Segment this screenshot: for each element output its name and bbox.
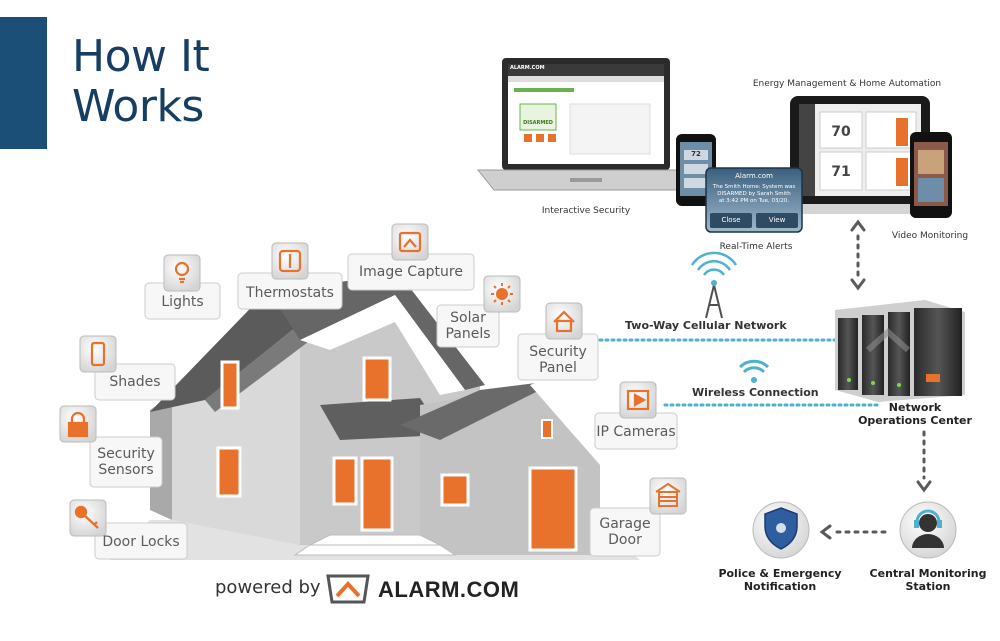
- solar-panels-badge: [436, 304, 500, 348]
- alarm-logo-icon: [326, 574, 370, 604]
- home-icon: [553, 310, 575, 333]
- laptop-brand: ALARM.COM: [510, 65, 545, 71]
- door-locks-label: Door Locks: [102, 534, 180, 550]
- central-line-2: Station: [905, 580, 951, 593]
- alert-line-3: at 3:42 PM on Tue, 03/20.: [718, 198, 790, 204]
- page-title: How It Works: [72, 31, 210, 132]
- brand-name: ALARM.COM: [378, 577, 520, 602]
- lock-icon: [67, 411, 89, 438]
- noc-to-central-arrow: [916, 430, 932, 493]
- garage-line-1: Garage: [599, 516, 651, 532]
- central-to-police-arrow: [819, 524, 887, 540]
- video-monitoring-caption: Video Monitoring: [891, 231, 969, 241]
- wireless-connection-label: Wireless Connection: [692, 386, 819, 399]
- sun-icon: [491, 283, 513, 305]
- shield-icon: [752, 501, 810, 559]
- police-line-1: Police & Emergency: [718, 567, 842, 580]
- central-line-1: Central Monitoring: [869, 567, 987, 580]
- title-line-2: Works: [72, 81, 204, 132]
- solar-label-line-1: Solar: [450, 310, 486, 326]
- security-panel-line-1: Security: [529, 344, 587, 360]
- tablet-temp-2: 71: [831, 164, 851, 180]
- laptop-status: DISARMED: [523, 120, 553, 126]
- central-station-label: Central Monitoring Station: [860, 567, 996, 593]
- solar-panels-label: Solar Panels: [437, 310, 499, 342]
- police-line-2: Notification: [743, 580, 817, 593]
- alert-view-button[interactable]: View: [768, 216, 786, 224]
- shades-badge: [94, 363, 176, 401]
- garage-icon: [655, 482, 681, 507]
- bulb-icon: [174, 261, 190, 284]
- security-sensors-badge: [89, 436, 163, 488]
- real-time-alerts-caption: Real-Time Alerts: [719, 242, 793, 252]
- security-panel-line-2: Panel: [539, 360, 577, 376]
- phone-device-right: [910, 132, 952, 218]
- wifi-icon: [738, 359, 770, 383]
- lights-icon-tile: [163, 254, 201, 292]
- energy-caption: Energy Management & Home Automation: [752, 79, 942, 89]
- lights-label: Lights: [161, 294, 204, 310]
- operator-icon: [899, 501, 957, 559]
- alert-popup: [705, 167, 803, 233]
- garage-door-label: Garage Door: [590, 516, 660, 548]
- garage-line-2: Door: [608, 532, 642, 548]
- security-panel-label: Security Panel: [518, 344, 598, 376]
- noc-line-1: Network: [888, 401, 942, 414]
- interactive-security-caption: Interactive Security: [541, 206, 631, 216]
- play-icon: [626, 389, 650, 411]
- tablet-temp-1: 70: [831, 124, 851, 140]
- garage-door-badge: [589, 507, 661, 557]
- thermostats-label: Thermostats: [246, 285, 334, 301]
- alert-line-2: DISARMED by Sarah Smith: [717, 191, 791, 197]
- noc-line-2: Operations Center: [858, 414, 972, 427]
- shades-icon-tile: [79, 335, 117, 373]
- security-sensors-label: Security Sensors: [90, 446, 162, 478]
- title-line-1: How It: [72, 31, 210, 82]
- key-icon: [74, 505, 99, 529]
- phone-icon: [90, 341, 106, 367]
- accent-bar: [0, 17, 47, 149]
- police-label: Police & Emergency Notification: [712, 567, 848, 593]
- alert-line-1: The Smith Home: System was: [712, 184, 796, 190]
- tablet-device: [772, 96, 948, 214]
- server-rack: [835, 300, 965, 402]
- security-sensors-line-1: Security: [97, 446, 155, 462]
- alert-message: The Smith Home: System was DISARMED by S…: [708, 184, 800, 205]
- door-locks-badge: [94, 522, 188, 560]
- solar-label-line-2: Panels: [445, 326, 491, 342]
- security-sensors-line-2: Sensors: [98, 462, 154, 478]
- alert-header: Alarm.com: [735, 172, 773, 180]
- camera-capture-icon: [398, 231, 422, 253]
- device-to-noc-arrow: [850, 219, 866, 291]
- phone-temp: 72: [691, 150, 701, 158]
- image-capture-icon-tile: [391, 223, 429, 261]
- antenna-icon: [690, 251, 738, 319]
- ip-cameras-label: IP Cameras: [596, 424, 676, 440]
- thermostat-icon: [278, 249, 302, 273]
- noc-label: Network Operations Center: [850, 401, 980, 427]
- laptop-device: [476, 58, 696, 191]
- powered-by-text: powered by: [215, 577, 321, 598]
- cellular-network-label: Two-Way Cellular Network: [625, 319, 787, 332]
- shades-label: Shades: [109, 374, 161, 390]
- image-capture-label: Image Capture: [359, 264, 463, 280]
- alert-close-button[interactable]: Close: [721, 216, 741, 224]
